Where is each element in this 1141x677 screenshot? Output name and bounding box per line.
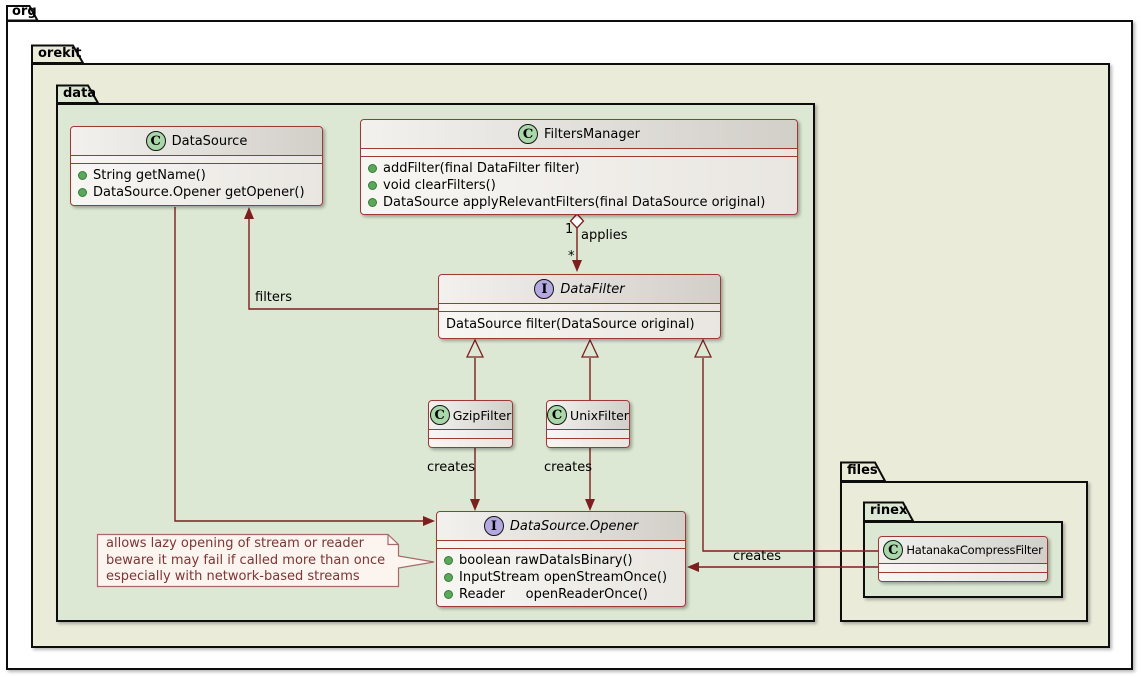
member-text: void clearFilters() <box>383 178 496 193</box>
class-member: void clearFilters() <box>368 177 791 194</box>
class-member: DataSource filter(DataSource original) <box>446 316 714 333</box>
interface-datafilter: I DataFilter DataSource filter(DataSourc… <box>438 274 721 339</box>
interface-datafilter-header: I DataFilter <box>439 275 720 304</box>
fields-compartment <box>439 304 720 312</box>
fields-compartment <box>547 430 629 439</box>
interface-icon: I <box>483 516 504 536</box>
fields-compartment <box>879 564 1047 573</box>
class-unixfilter-name: UnixFilter <box>570 407 629 423</box>
public-method-icon <box>444 590 453 599</box>
edge-label-multiplicity-one: 1 <box>565 222 574 237</box>
interface-opener-name: DataSource.Opener <box>509 518 639 534</box>
edge-label-creates-gzip: creates <box>427 460 476 475</box>
fields-compartment <box>361 149 797 157</box>
interface-datafilter-name: DataFilter <box>560 281 625 297</box>
edge-label-creates-hatanaka: creates <box>733 549 782 564</box>
member-text: boolean rawDataIsBinary() <box>459 553 633 568</box>
member-text: DataSource applyRelevantFilters(final Da… <box>383 195 766 210</box>
interface-icon: I <box>534 279 555 299</box>
package-rinex-label: rinex <box>870 503 908 518</box>
class-datasource-name: DataSource <box>171 133 248 149</box>
class-filtersmanager-header: C FiltersManager <box>361 120 797 149</box>
member-text: DataSource.Opener getOpener() <box>93 185 305 200</box>
class-unixfilter-header: C UnixFilter <box>547 401 629 430</box>
note: allows lazy opening of stream or reader … <box>106 536 385 586</box>
class-gzipfilter-header: C GzipFilter <box>429 401 512 430</box>
package-orekit-label: orekit <box>38 46 82 61</box>
class-unixfilter-members <box>547 439 629 447</box>
public-method-icon <box>444 556 453 565</box>
class-unixfilter: C UnixFilter <box>546 400 630 448</box>
class-filtersmanager-members: addFilter(final DataFilter filter) void … <box>361 157 797 214</box>
class-gzipfilter-members <box>429 439 512 447</box>
class-icon: C <box>145 131 166 151</box>
edge-label-multiplicity-many: * <box>568 249 575 264</box>
member-text: addFilter(final DataFilter filter) <box>383 161 580 176</box>
class-member: boolean rawDataIsBinary() <box>444 552 679 569</box>
class-icon: C <box>429 405 450 425</box>
fields-compartment <box>429 430 512 439</box>
public-method-icon <box>368 198 377 207</box>
public-method-icon <box>444 573 453 582</box>
member-text: String getName() <box>93 168 206 183</box>
class-gzipfilter: C GzipFilter <box>428 400 513 448</box>
public-method-icon <box>368 181 377 190</box>
edge-label-applies: applies <box>581 228 628 243</box>
package-org-label: org <box>12 4 37 19</box>
class-hatanakacompressfilter-header: C HatanakaCompressFilter <box>879 537 1047 564</box>
interface-datafilter-members: DataSource filter(DataSource original) <box>439 312 720 338</box>
class-icon: C <box>518 124 539 144</box>
public-method-icon <box>78 171 87 180</box>
edge-label-creates-unix: creates <box>544 460 593 475</box>
public-method-icon <box>368 164 377 173</box>
public-method-icon <box>78 188 87 197</box>
interface-opener-header: I DataSource.Opener <box>437 512 685 541</box>
fields-compartment <box>437 541 685 549</box>
class-datasource: C DataSource String getName() DataSource… <box>70 126 323 206</box>
package-data-label: data <box>63 86 97 101</box>
member-text: Reader openReaderOnce() <box>459 587 648 602</box>
note-line: especially with network-based streams <box>106 569 360 584</box>
note-line: allows lazy opening of stream or reader <box>106 536 364 551</box>
class-member: DataSource applyRelevantFilters(final Da… <box>368 194 791 211</box>
package-files-label: files <box>847 463 878 478</box>
class-hatanakacompressfilter-name: HatanakaCompressFilter <box>906 543 1043 557</box>
fields-compartment <box>71 156 322 164</box>
interface-opener: I DataSource.Opener boolean rawDataIsBin… <box>436 511 686 607</box>
class-filtersmanager-name: FiltersManager <box>544 126 640 142</box>
class-filtersmanager: C FiltersManager addFilter(final DataFil… <box>360 119 798 215</box>
class-gzipfilter-name: GzipFilter <box>452 407 512 423</box>
class-member: DataSource.Opener getOpener() <box>78 184 316 201</box>
class-member: String getName() <box>78 167 316 184</box>
class-icon: C <box>547 405 568 425</box>
member-text: InputStream openStreamOnce() <box>459 570 668 585</box>
class-hatanakacompressfilter-members <box>879 573 1047 581</box>
member-text: DataSource filter(DataSource original) <box>446 317 695 332</box>
class-datasource-members: String getName() DataSource.Opener getOp… <box>71 164 322 205</box>
class-member: Reader openReaderOnce() <box>444 586 679 603</box>
note-line: beware it may fail if called more than o… <box>106 552 386 568</box>
class-datasource-header: C DataSource <box>71 127 322 156</box>
interface-opener-members: boolean rawDataIsBinary() InputStream op… <box>437 549 685 606</box>
class-member: InputStream openStreamOnce() <box>444 569 679 586</box>
class-icon: C <box>883 540 904 560</box>
class-hatanakacompressfilter: C HatanakaCompressFilter <box>878 536 1048 582</box>
edge-label-filters: filters <box>255 290 293 305</box>
class-member: addFilter(final DataFilter filter) <box>368 160 791 177</box>
